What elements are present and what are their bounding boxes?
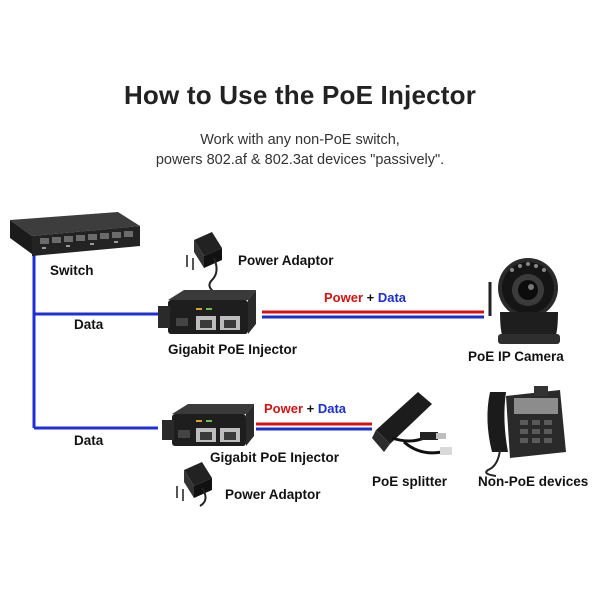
ip-camera-icon: [488, 258, 560, 344]
poe-injector-icon: [158, 290, 256, 334]
subtitle-line-2: powers 802.af & 802.3at devices "passive…: [155, 152, 445, 168]
power-adaptor-top-label: Power Adaptor: [238, 253, 334, 268]
power-adaptor-icon: [186, 232, 222, 293]
page-title: How to Use the PoE Injector: [123, 80, 477, 110]
splitter-label: PoE splitter: [372, 474, 448, 489]
top-poe-cable: [262, 310, 484, 319]
switch-data-cables: [32, 252, 158, 430]
poe-splitter-icon: [372, 392, 452, 455]
non-poe-label: Non-PoE devices: [478, 474, 589, 489]
data-top-label: Data: [74, 317, 104, 332]
plus-sign: +: [366, 290, 375, 305]
power-word: Power: [324, 290, 364, 305]
power-word: Power: [264, 401, 304, 416]
data-word: Data: [317, 401, 347, 416]
bottom-poe-cable: [256, 422, 372, 431]
data-bottom-label: Data: [74, 433, 104, 448]
switch-label: Switch: [50, 263, 94, 278]
network-switch-icon: [10, 212, 140, 256]
injector-bottom-label: Gigabit PoE Injector: [210, 450, 340, 465]
bottom-power-data-label: Power + Data: [264, 401, 346, 416]
power-adaptor-bottom-label: Power Adaptor: [225, 487, 321, 502]
power-adaptor-icon: [176, 462, 212, 507]
camera-label: PoE IP Camera: [468, 349, 564, 364]
poe-injector-icon: [162, 404, 254, 446]
injector-top-label: Gigabit PoE Injector: [168, 342, 298, 357]
desk-phone-icon: [485, 386, 566, 477]
data-word: Data: [377, 290, 407, 305]
top-power-data-label: Power + Data: [324, 290, 406, 305]
plus-sign: +: [306, 401, 315, 416]
subtitle-line-1: Work with any non-PoE switch,: [200, 132, 400, 148]
